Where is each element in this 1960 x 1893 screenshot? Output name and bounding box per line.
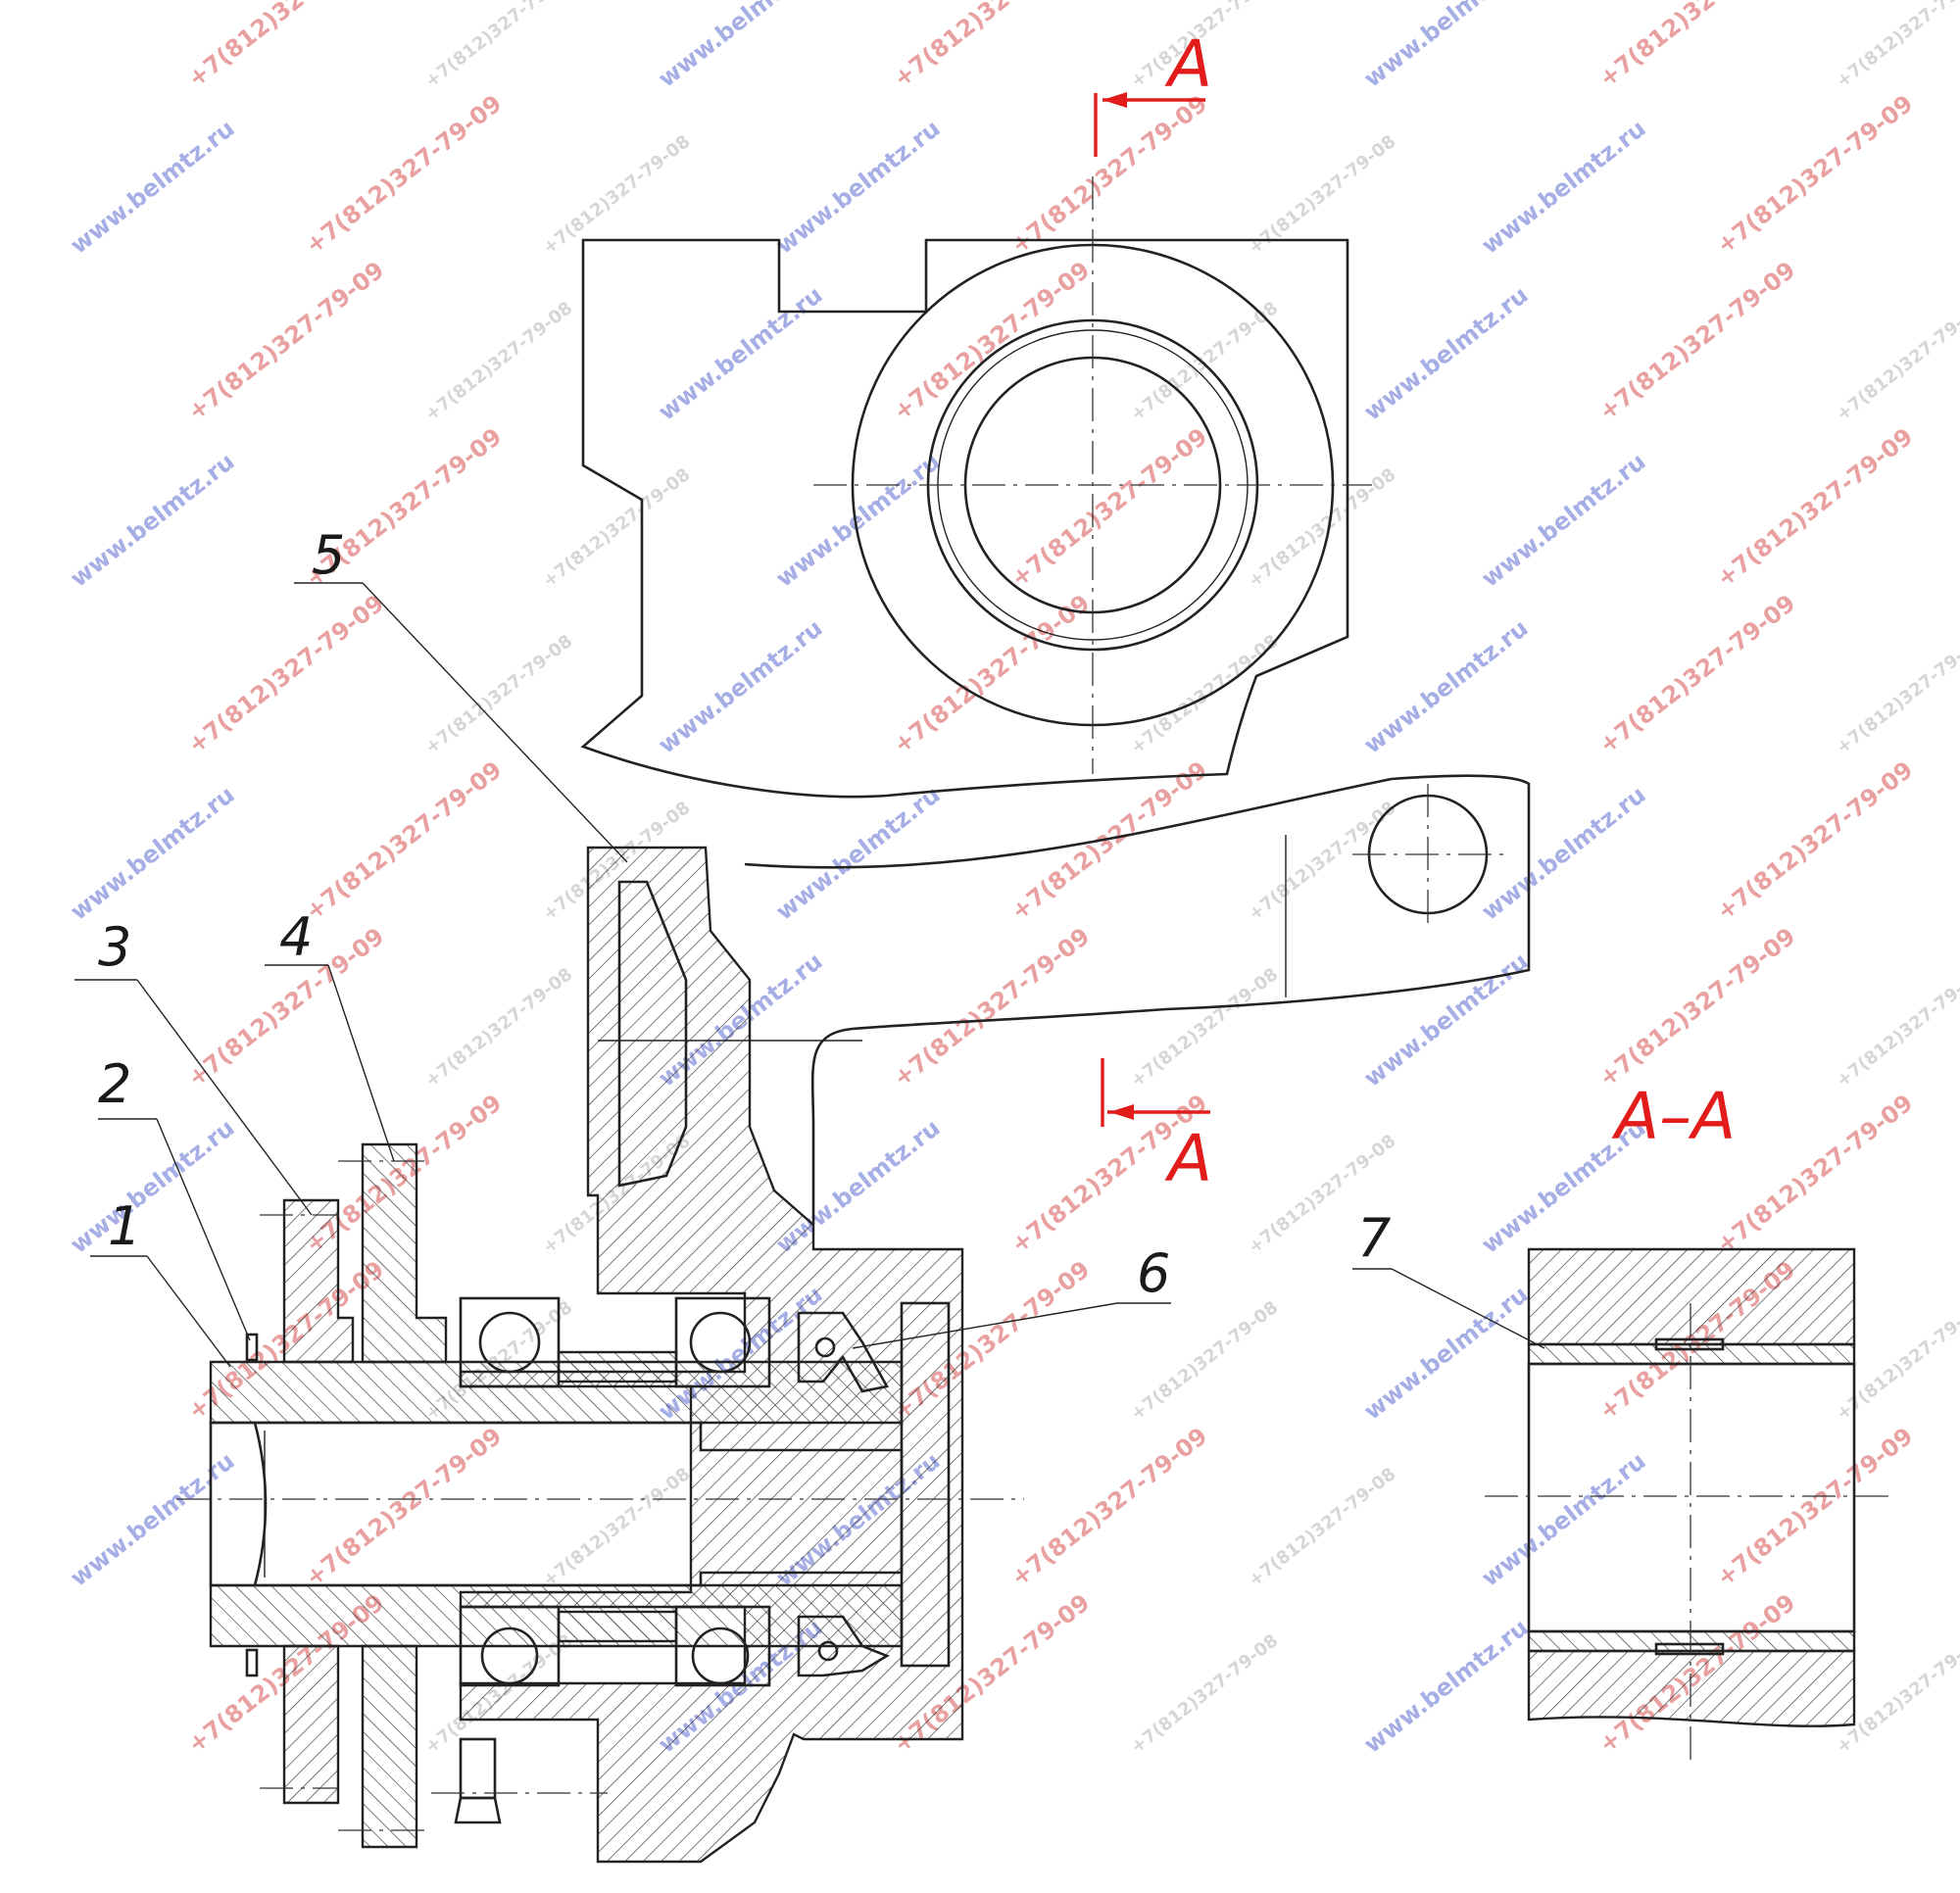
watermark-text: +7(812)327-79-08 [421, 0, 576, 92]
watermark-text: www.belmtz.ru [653, 614, 827, 759]
watermark-text: +7(812)327-79-09 [1711, 755, 1918, 925]
callout-2: 2 [98, 1053, 131, 1115]
watermark-text: +7(812)327-79-08 [539, 1464, 694, 1591]
watermark-text: www.belmtz.ru [1358, 1614, 1533, 1759]
callout-6: 6 [1137, 1242, 1170, 1304]
watermark-text: www.belmtz.ru [1358, 0, 1533, 93]
watermark-text: +7(812)327-79-09 [300, 89, 507, 259]
watermark-text: +7(812)327-79-09 [182, 589, 389, 758]
callout-1: 1 [108, 1195, 141, 1257]
assembly-section [74, 582, 1171, 1864]
watermark-text: +7(812)327-79-09 [1005, 422, 1212, 592]
watermark-text: www.belmtz.ru [1476, 115, 1650, 260]
watermark-text: +7(812)327-79-08 [1245, 1464, 1399, 1591]
watermark-text: +7(812)327-79-09 [888, 0, 1095, 93]
watermark-text: +7(812)327-79-08 [421, 631, 576, 758]
watermark-text: +7(812)327-79-09 [888, 256, 1095, 425]
section-marks [1094, 92, 1210, 1127]
watermark-text: +7(812)327-79-08 [1245, 798, 1399, 925]
watermark-text: +7(812)327-79-09 [1005, 755, 1212, 925]
watermark-text: +7(812)327-79-09 [182, 256, 389, 425]
watermark-text: +7(812)327-79-08 [1127, 631, 1282, 758]
watermark-text: +7(812)327-79-08 [1245, 464, 1399, 592]
watermark-text: www.belmtz.ru [65, 781, 239, 926]
callout-5: 5 [312, 524, 345, 586]
watermark-text: www.belmtz.ru [1358, 947, 1533, 1092]
watermark-text: +7(812)327-79-09 [1005, 89, 1212, 259]
watermark-text: www.belmtz.ru [653, 0, 827, 93]
section-a-a-view [1352, 1247, 1896, 1764]
bearing-left [459, 1296, 561, 1687]
watermark-text: +7(812)327-79-08 [421, 298, 576, 425]
watermark-text: +7(812)327-79-09 [1005, 1422, 1212, 1591]
callout-4: 4 [279, 906, 313, 968]
watermark-text: www.belmtz.ru [770, 781, 945, 926]
callout-7: 7 [1357, 1207, 1391, 1269]
watermark-text: +7(812)327-79-08 [1833, 964, 1960, 1092]
watermark-text: www.belmtz.ru [65, 115, 239, 260]
watermark-text: www.belmtz.ru [1358, 614, 1533, 759]
watermark-text: +7(812)327-79-08 [1127, 1630, 1282, 1758]
section-marker-bottom: A [1164, 1121, 1212, 1196]
watermark-text: +7(812)327-79-09 [182, 0, 389, 93]
watermark-text: +7(812)327-79-08 [1833, 0, 1960, 92]
watermark-text: www.belmtz.ru [770, 448, 945, 593]
watermark-text: +7(812)327-79-08 [1127, 298, 1282, 425]
watermark-text: +7(812)327-79-09 [1711, 422, 1918, 592]
watermark-text: +7(812)327-79-08 [421, 964, 576, 1092]
callout-3: 3 [98, 916, 131, 978]
watermark-text: +7(812)327-79-09 [1593, 256, 1800, 425]
section-marker-top: A [1164, 26, 1212, 102]
watermark-text: +7(812)327-79-08 [1833, 631, 1960, 758]
watermark-text: +7(812)327-79-09 [300, 755, 507, 925]
watermark-text: +7(812)327-79-08 [1127, 1297, 1282, 1425]
watermark-text: +7(812)327-79-09 [1711, 1089, 1918, 1258]
bearing-right [674, 1296, 771, 1687]
watermark-text: +7(812)327-79-09 [1711, 89, 1918, 259]
watermark-text: +7(812)327-79-09 [1593, 922, 1800, 1092]
watermark-text: www.belmtz.ru [1476, 448, 1650, 593]
watermark-text: +7(812)327-79-09 [300, 1422, 507, 1591]
watermark-text: www.belmtz.ru [1476, 781, 1650, 926]
watermark-text: www.belmtz.ru [1358, 1281, 1533, 1426]
watermark-text: www.belmtz.ru [65, 448, 239, 593]
watermark-text: +7(812)327-79-09 [1593, 589, 1800, 758]
watermark-text: +7(812)327-79-08 [1833, 298, 1960, 425]
watermark-text: www.belmtz.ru [653, 281, 827, 426]
bracket-top-view [580, 176, 1372, 799]
section-view-title: A–A [1611, 1079, 1736, 1154]
watermark-text: www.belmtz.ru [65, 1114, 239, 1259]
watermark-text: www.belmtz.ru [1358, 281, 1533, 426]
watermark-text: www.belmtz.ru [65, 1447, 239, 1592]
watermark-text: +7(812)327-79-08 [1127, 964, 1282, 1092]
watermark-text: www.belmtz.ru [1476, 1447, 1650, 1592]
watermark-text: www.belmtz.ru [770, 115, 945, 260]
watermark-text: +7(812)327-79-09 [1711, 1422, 1918, 1591]
watermark-text: +7(812)327-79-09 [1593, 0, 1800, 93]
watermark-text: +7(812)327-79-09 [888, 922, 1095, 1092]
